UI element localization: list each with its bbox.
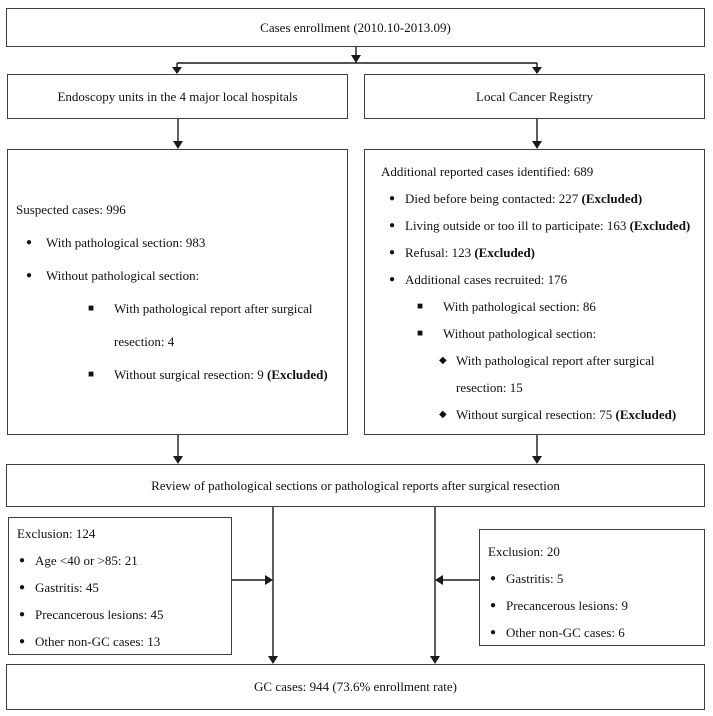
bullet-circle-icon: ● xyxy=(26,270,33,281)
review-box: Review of pathological sections or patho… xyxy=(6,464,705,507)
bullet-square-icon: ■ xyxy=(417,328,424,339)
bullet-diamond-icon: ◆ xyxy=(439,409,447,420)
endoscopy-units-box: Endoscopy units in the 4 major local hos… xyxy=(7,74,348,119)
bullet-circle-icon: ● xyxy=(19,555,26,566)
list-item-text: Without surgical resection: 75 (Excluded… xyxy=(456,407,677,422)
bullet-square-icon: ■ xyxy=(417,301,424,312)
list-item: ● Additional cases recruited: 176 xyxy=(389,266,702,293)
connector-additional-to-review xyxy=(532,435,542,464)
cases-enrollment-label: Cases enrollment (2010.10-2013.09) xyxy=(260,19,451,35)
list-item-text: Precancerous lesions: 9 xyxy=(506,598,629,613)
bullet-diamond-icon: ◆ xyxy=(439,355,447,366)
list-item-text: With pathological section: 983 xyxy=(46,235,206,250)
excluded-label: (Excluded) xyxy=(581,191,643,206)
cancer-registry-label: Local Cancer Registry xyxy=(476,88,593,104)
list-item-text: Gastritis: 45 xyxy=(35,580,99,595)
list-item: ● Age <40 or >85: 21 xyxy=(19,547,227,574)
additional-cases-box: Additional reported cases identified: 68… xyxy=(364,149,705,435)
cases-enrollment-box: Cases enrollment (2010.10-2013.09) xyxy=(6,8,705,47)
list-item-text: Without pathological section: xyxy=(46,268,200,283)
list-item-text: With pathological report after surgical … xyxy=(456,353,655,395)
exclusion-right-title: Exclusion: 20 xyxy=(488,544,560,559)
list-item-text: With pathological report after surgical … xyxy=(114,301,313,349)
list-item-text: Without surgical resection: 9 (Excluded) xyxy=(114,367,328,382)
bullet-circle-icon: ● xyxy=(19,609,26,620)
list-item-text: Other non-GC cases: 13 xyxy=(35,634,161,649)
bullet-square-icon: ■ xyxy=(88,369,95,380)
list-item: ◆ With pathological report after surgica… xyxy=(439,347,702,401)
suspected-cases-title: Suspected cases: 996 xyxy=(16,202,126,217)
connector-review-to-result-left xyxy=(268,507,278,664)
bullet-circle-icon: ● xyxy=(19,582,26,593)
list-item: ■ Without pathological section: xyxy=(417,320,702,347)
connector-top-split xyxy=(172,47,542,74)
bullet-circle-icon: ● xyxy=(389,193,396,204)
connector-exclusion-left-arrow xyxy=(232,575,273,585)
list-item: ● Other non-GC cases: 6 xyxy=(490,619,700,646)
list-item-text: Precancerous lesions: 45 xyxy=(35,607,164,622)
list-item: ● Died before being contacted: 227 (Excl… xyxy=(389,185,702,212)
connector-exclusion-right-arrow xyxy=(435,575,479,585)
list-item-text: Living outside or too ill to participate… xyxy=(405,218,691,233)
list-item-text: Gastritis: 5 xyxy=(506,571,564,586)
list-item-text: Additional cases recruited: 176 xyxy=(405,272,568,287)
list-item-text: Other non-GC cases: 6 xyxy=(506,625,625,640)
excluded-label: (Excluded) xyxy=(474,245,535,260)
list-item: ■ With pathological report after surgica… xyxy=(88,292,341,358)
list-item: ● With pathological section: 983 xyxy=(26,226,341,259)
bullet-circle-icon: ● xyxy=(19,636,26,647)
connector-review-to-result-right xyxy=(430,507,440,664)
bullet-circle-icon: ● xyxy=(389,274,396,285)
list-item: ■ Without surgical resection: 9 (Exclude… xyxy=(88,358,341,391)
excluded-label: (Excluded) xyxy=(267,367,328,382)
endoscopy-units-label: Endoscopy units in the 4 major local hos… xyxy=(57,88,298,104)
bullet-circle-icon: ● xyxy=(389,247,396,258)
list-item: ■ With pathological section: 86 xyxy=(417,293,702,320)
excluded-label: (Excluded) xyxy=(629,218,691,233)
list-item: ● Gastritis: 45 xyxy=(19,574,227,601)
bullet-circle-icon: ● xyxy=(490,627,497,638)
list-item-text: Refusal: 123 (Excluded) xyxy=(405,245,535,260)
list-item-text: Without pathological section: xyxy=(443,326,597,341)
bullet-square-icon: ■ xyxy=(88,303,95,314)
connector-suspected-to-review xyxy=(173,435,183,464)
exclusion-left-title: Exclusion: 124 xyxy=(17,526,96,541)
excluded-label: (Excluded) xyxy=(615,407,677,422)
exclusion-left-box: Exclusion: 124 ● Age <40 or >85: 21 ● Ga… xyxy=(8,517,232,655)
list-item: ● Other non-GC cases: 13 xyxy=(19,628,227,655)
connector-endoscopy-to-suspected xyxy=(173,119,183,149)
list-item: ● Refusal: 123 (Excluded) xyxy=(389,239,702,266)
cancer-registry-box: Local Cancer Registry xyxy=(364,74,705,119)
gc-cases-label: GC cases: 944 (73.6% enrollment rate) xyxy=(254,679,457,694)
suspected-cases-box: Suspected cases: 996 ● With pathological… xyxy=(7,149,348,435)
list-item: ◆ Without surgical resection: 75 (Exclud… xyxy=(439,401,702,428)
exclusion-right-box: Exclusion: 20 ● Gastritis: 5 ● Precancer… xyxy=(479,529,705,646)
additional-cases-title: Additional reported cases identified: 68… xyxy=(381,164,594,179)
list-item: ● Gastritis: 5 xyxy=(490,565,700,592)
connector-registry-to-additional xyxy=(532,119,542,149)
list-item: ● Without pathological section: xyxy=(26,259,341,292)
list-item-text: Died before being contacted: 227 (Exclud… xyxy=(405,191,643,206)
bullet-circle-icon: ● xyxy=(26,237,33,248)
gc-cases-box: GC cases: 944 (73.6% enrollment rate) xyxy=(6,664,705,710)
list-item-text: With pathological section: 86 xyxy=(443,299,596,314)
list-item: ● Precancerous lesions: 45 xyxy=(19,601,227,628)
list-item: ● Precancerous lesions: 9 xyxy=(490,592,700,619)
bullet-circle-icon: ● xyxy=(389,220,396,231)
bullet-circle-icon: ● xyxy=(490,573,497,584)
list-item: ● Living outside or too ill to participa… xyxy=(389,212,702,239)
review-label: Review of pathological sections or patho… xyxy=(151,477,560,493)
bullet-circle-icon: ● xyxy=(490,600,497,611)
list-item-text: Age <40 or >85: 21 xyxy=(35,553,138,568)
